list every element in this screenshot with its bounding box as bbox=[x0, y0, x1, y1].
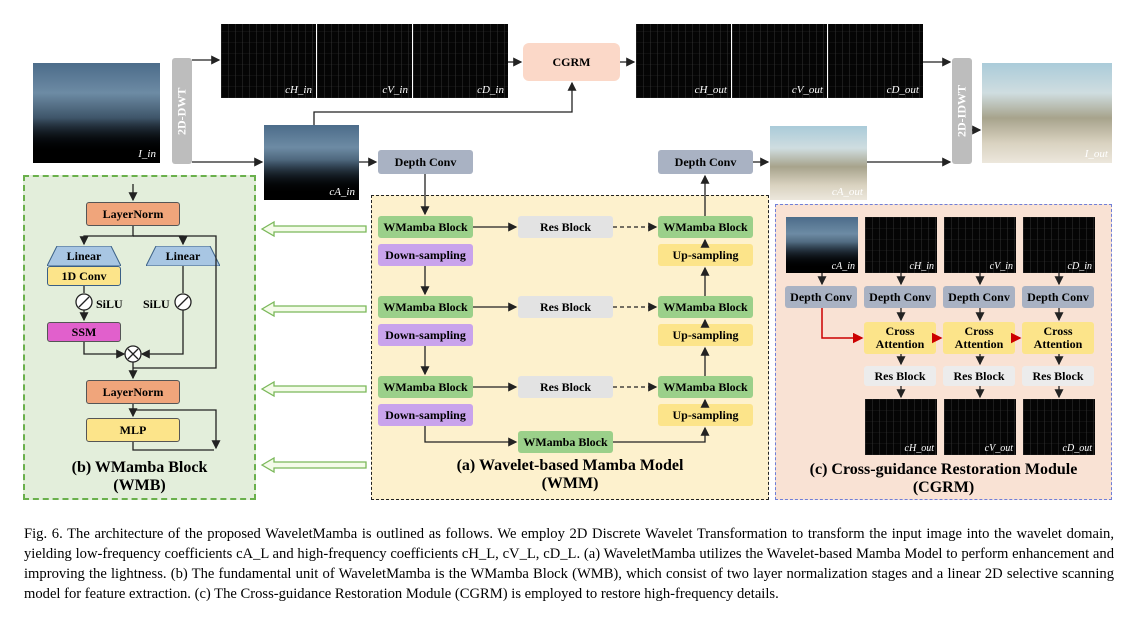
wmm-enc-wmamba-3: WMamba Block bbox=[378, 376, 473, 398]
wmm-enc-wmamba-1: WMamba Block bbox=[378, 216, 473, 238]
wmm-dec-wmamba-1: WMamba Block bbox=[658, 216, 753, 238]
cgrm-depth-conv-1: Depth Conv bbox=[785, 286, 857, 308]
output-image: I_out bbox=[982, 63, 1112, 163]
cV-out-image: cV_out bbox=[732, 24, 827, 98]
wmm-down-2: Down-sampling bbox=[378, 324, 473, 346]
wmb-silu-right-label: SiLU bbox=[143, 297, 170, 311]
cV-in-image: cV_in bbox=[317, 24, 412, 98]
wmb-linear-right: Linear bbox=[146, 246, 220, 266]
wmm-enc-wmamba-2: WMamba Block bbox=[378, 296, 473, 318]
cA-in-image: cA_in bbox=[264, 125, 359, 200]
wmm-up-1: Up-sampling bbox=[658, 244, 753, 266]
cgrm-cD-out-image: cD_out bbox=[1023, 399, 1095, 455]
wmb-layernorm-1: LayerNorm bbox=[86, 202, 180, 226]
cgrm-depth-conv-2: Depth Conv bbox=[864, 286, 936, 308]
cgrm-res-block-2: Res Block bbox=[943, 366, 1015, 386]
cgrm-cD-in-image: cD_in bbox=[1023, 217, 1095, 273]
wmm-res-3: Res Block bbox=[518, 376, 613, 398]
wmb-ssm: SSM bbox=[47, 322, 121, 342]
cgrm-title: (c) Cross-guidance Restoration Module (C… bbox=[809, 461, 1078, 496]
cgrm-cross-attention-3: Cross Attention bbox=[1022, 322, 1094, 354]
wmb-layernorm-2: LayerNorm bbox=[86, 380, 180, 404]
wmm-down-3: Down-sampling bbox=[378, 404, 473, 426]
cH-out-image: cH_out bbox=[636, 24, 731, 98]
cgrm-cH-in-image: cH_in bbox=[865, 217, 937, 273]
cgrm-cross-attention-2: Cross Attention bbox=[943, 322, 1015, 354]
cgrm-cA-in-image: cA_in bbox=[786, 217, 858, 273]
cgrm-depth-conv-3: Depth Conv bbox=[943, 286, 1015, 308]
cD-out-image: cD_out bbox=[828, 24, 923, 98]
wmb-title: (b) WMamba Block (WMB) bbox=[71, 459, 208, 494]
wmm-up-3: Up-sampling bbox=[658, 404, 753, 426]
input-label: I_in bbox=[138, 148, 156, 160]
wmm-dec-wmamba-3: WMamba Block bbox=[658, 376, 753, 398]
wmb-mlp: MLP bbox=[86, 418, 180, 442]
wmm-bottleneck-wmamba: WMamba Block bbox=[518, 431, 613, 453]
wmm-title: (a) Wavelet-based Mamba Model (WMM) bbox=[456, 457, 684, 492]
cgrm-res-block-1: Res Block bbox=[864, 366, 936, 386]
wmb-linear-left: Linear bbox=[47, 246, 121, 266]
wmm-down-1: Down-sampling bbox=[378, 244, 473, 266]
wmm-res-1: Res Block bbox=[518, 216, 613, 238]
cD-in-image: cD_in bbox=[413, 24, 508, 98]
input-image: I_in bbox=[33, 63, 160, 163]
wmb-silu-left-label: SiLU bbox=[96, 297, 123, 311]
cH-in-image: cH_in bbox=[221, 24, 316, 98]
figure-caption: Fig. 6. The architecture of the proposed… bbox=[24, 526, 1114, 602]
wmm-depth-conv-out: Depth Conv bbox=[658, 150, 753, 174]
cgrm-cross-attention-1: Cross Attention bbox=[864, 322, 936, 354]
wmm-up-2: Up-sampling bbox=[658, 324, 753, 346]
wmm-dec-wmamba-2: WMamba Block bbox=[658, 296, 753, 318]
cgrm-cH-out-image: cH_out bbox=[865, 399, 937, 455]
cgrm-cV-out-image: cV_out bbox=[944, 399, 1016, 455]
cgrm-res-block-3: Res Block bbox=[1022, 366, 1094, 386]
cgrm-block: CGRM bbox=[523, 43, 620, 81]
wmm-depth-conv-in: Depth Conv bbox=[378, 150, 473, 174]
wmb-1d-conv: 1D Conv bbox=[47, 266, 121, 286]
cA-out-image: cA_out bbox=[770, 126, 867, 200]
cgrm-depth-conv-4: Depth Conv bbox=[1022, 286, 1094, 308]
cgrm-cV-in-image: cV_in bbox=[944, 217, 1016, 273]
wmm-res-2: Res Block bbox=[518, 296, 613, 318]
